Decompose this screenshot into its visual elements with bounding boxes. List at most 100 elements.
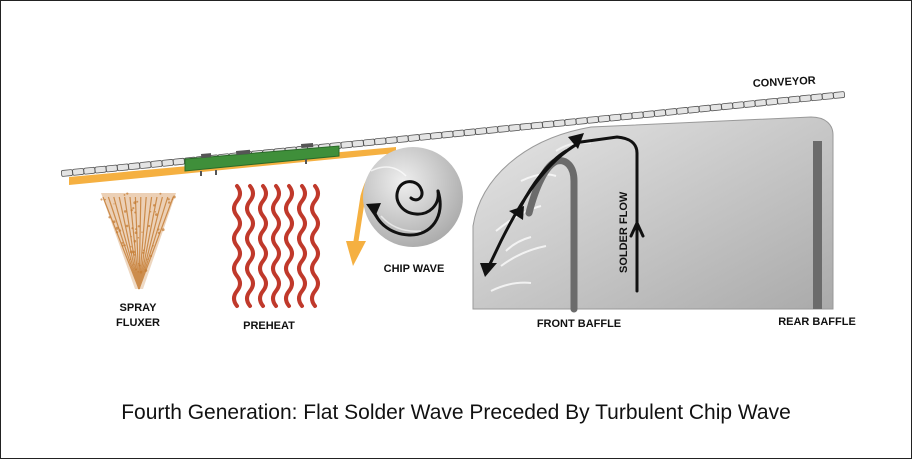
- rear-baffle: [813, 141, 822, 309]
- flux-droplet: [144, 269, 148, 272]
- spray-line: [107, 196, 140, 290]
- conveyor-link: [374, 137, 387, 146]
- flux-droplet: [137, 262, 140, 265]
- flux-droplet: [154, 211, 157, 213]
- spray-line: [118, 196, 140, 290]
- conveyor-link: [598, 114, 611, 123]
- pcb-board: [184, 142, 340, 176]
- spray-cone-icon: [100, 192, 176, 290]
- flux-droplet: [152, 204, 156, 207]
- flux-droplet: [130, 208, 133, 212]
- front-baffle-label: FRONT BAFFLE: [537, 318, 621, 330]
- flux-droplet: [157, 231, 161, 235]
- flux-droplet: [167, 198, 170, 201]
- heat-wave-icon: [232, 184, 320, 308]
- conveyor-link: [777, 96, 790, 105]
- conveyor-link: [452, 129, 465, 138]
- conveyor-link: [542, 120, 555, 129]
- flux-droplet: [115, 226, 119, 230]
- flux-droplet: [137, 237, 140, 239]
- flux-droplet: [100, 198, 103, 201]
- rear-baffle-label: REAR BAFFLE: [778, 316, 856, 328]
- flux-droplet: [147, 224, 151, 228]
- conveyor-link: [441, 130, 454, 139]
- conveyor-link: [116, 163, 129, 172]
- flux-droplet: [171, 198, 174, 201]
- flux-droplet: [142, 251, 145, 254]
- flux-droplet: [137, 225, 141, 228]
- spray-line: [138, 196, 174, 290]
- flux-droplet: [161, 228, 165, 232]
- spray-fluxer-label-2: FLUXER: [116, 317, 160, 329]
- soldering-diagram: CONVEYOR SPRAY FLUXER PREHEAT CHIP WAVE …: [60, 75, 856, 332]
- spray-line: [138, 196, 169, 290]
- flux-droplet: [126, 192, 129, 195]
- flux-droplet: [157, 228, 160, 231]
- conveyor-link: [788, 95, 801, 104]
- conveyor-link: [474, 127, 488, 135]
- flux-droplet: [139, 270, 143, 274]
- conveyor-link: [351, 139, 364, 148]
- flux-droplet: [133, 253, 136, 256]
- flux-droplet: [116, 231, 119, 234]
- flux-droplet: [136, 200, 139, 203]
- conveyor-link: [94, 165, 107, 174]
- conveyor-link: [161, 159, 174, 167]
- flux-droplet: [133, 264, 135, 266]
- heat-wave-line: [297, 184, 307, 308]
- flux-droplet: [172, 195, 176, 199]
- conveyor-link: [575, 117, 588, 125]
- flux-droplet: [112, 220, 116, 224]
- flux-droplet: [129, 250, 133, 254]
- flux-droplet: [118, 229, 122, 232]
- heat-wave-line: [310, 184, 320, 308]
- conveyor-link: [128, 162, 141, 171]
- conveyor-link: [665, 108, 678, 116]
- flux-droplet: [137, 270, 140, 273]
- conveyor-link: [340, 140, 353, 149]
- conveyor-link: [508, 123, 521, 132]
- conveyor-link: [620, 112, 633, 121]
- conveyor-link: [687, 105, 700, 114]
- conveyor-link: [765, 97, 778, 106]
- flux-droplet: [149, 211, 152, 213]
- flux-droplet: [124, 244, 126, 246]
- flux-droplet: [130, 236, 132, 238]
- flux-droplet: [147, 258, 149, 261]
- conveyor-link: [709, 103, 722, 112]
- flux-droplet: [168, 201, 171, 204]
- spray-line: [102, 196, 140, 290]
- conveyor-link: [564, 118, 577, 126]
- conveyor-link: [497, 125, 510, 133]
- conveyor-link: [721, 102, 734, 111]
- conveyor-link: [553, 119, 566, 128]
- spray-fluxer-label-1: SPRAY: [120, 302, 158, 314]
- conveyor-link: [821, 92, 834, 100]
- flux-droplet: [130, 245, 132, 248]
- flux-droplet: [108, 216, 111, 219]
- flux-droplet: [134, 211, 137, 214]
- flux-droplet: [132, 207, 135, 210]
- solder-flow-label: SOLDER FLOW: [618, 191, 630, 273]
- conveyor-link: [653, 109, 667, 117]
- flux-droplet: [113, 203, 115, 205]
- flux-droplet: [121, 244, 124, 247]
- conveyor-link: [105, 164, 118, 173]
- flux-droplet: [123, 193, 126, 196]
- conveyor-link: [676, 107, 689, 115]
- flux-droplet: [132, 250, 136, 254]
- flux-droplet: [121, 241, 124, 244]
- flux-droplet: [141, 231, 143, 233]
- conveyor-link: [698, 104, 711, 113]
- flux-droplet: [142, 249, 145, 252]
- flux-droplet: [149, 254, 153, 258]
- conveyor-link: [530, 121, 543, 130]
- flux-droplet: [134, 231, 138, 235]
- spiral-arrow-icon: [366, 180, 442, 237]
- conveyor-label: CONVEYOR: [753, 75, 817, 90]
- spray-line: [138, 196, 147, 290]
- flux-droplet: [135, 268, 137, 271]
- conveyor-link: [631, 111, 644, 120]
- conveyor-link: [463, 128, 476, 137]
